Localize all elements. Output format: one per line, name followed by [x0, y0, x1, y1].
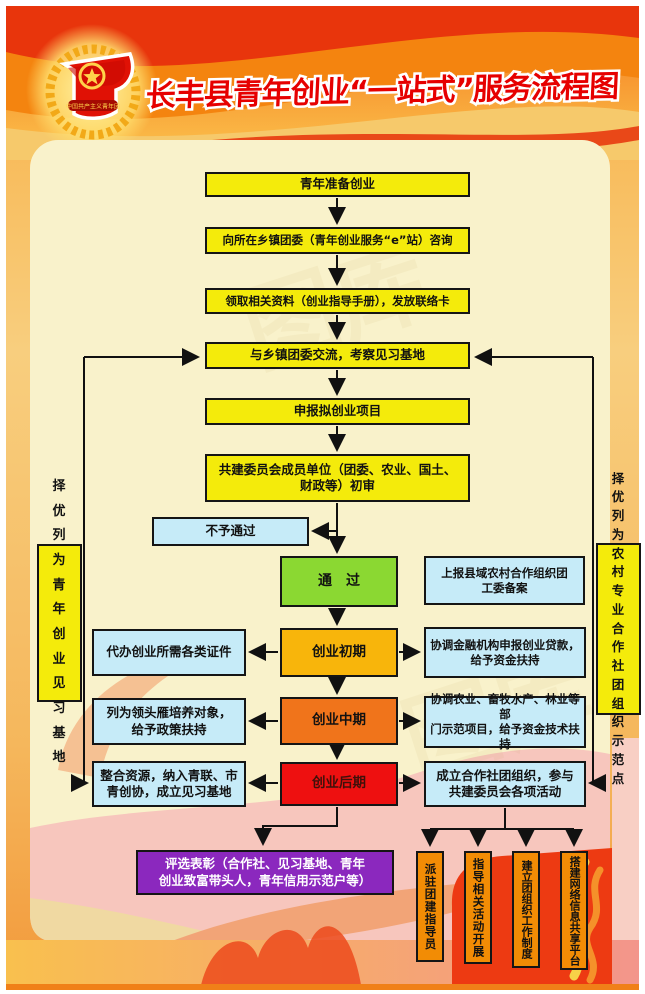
support-box-2: 指导相关活动开展 [464, 851, 492, 964]
stage-mid-box: 创业中期 [280, 697, 398, 745]
reject-box: 不予通过 [152, 517, 309, 546]
award-box: 评选表彰（合作社、见习基地、青年 创业致富带头人，青年信用示范户等） [136, 850, 394, 895]
step-consult: 向所在乡镇团委（青年创业服务“e”站）咨询 [205, 227, 470, 254]
stage-early-box: 创业初期 [280, 628, 398, 677]
early-left-box: 代办创业所需各类证件 [92, 629, 246, 676]
support-box-3: 建立团组织工作制度 [512, 851, 540, 968]
svg-text:中国共产主义青年团: 中国共产主义青年团 [66, 103, 120, 111]
mid-left-box: 列为领头雁培养对象， 给予政策扶持 [92, 698, 246, 745]
step-prepare: 青年准备创业 [205, 172, 470, 197]
support-box-4: 搭建网络信息共享平台 [560, 851, 588, 970]
late-right-box: 成立合作社团组织，参与 共建委员会各项活动 [424, 761, 586, 807]
step-review: 共建委员会成员单位（团委、农业、国土、 财政等）初审 [205, 454, 470, 502]
pass-box: 通 过 [280, 556, 398, 607]
step-materials: 领取相关资料（创业指导手册），发放联络卡 [205, 288, 470, 314]
step-exchange: 与乡镇团委交流，考察见习基地 [205, 342, 470, 369]
report-box: 上报县域农村合作组织团 工委备案 [424, 556, 585, 605]
late-left-box: 整合资源，纳入青联、市 青创协，成立见习基地 [92, 761, 246, 807]
step-apply: 申报拟创业项目 [205, 398, 470, 425]
mid-right-box: 协调农业、畜牧水产、林业等部 门示范项目，给予资金技术扶持 [424, 692, 586, 751]
support-box-1: 派驻团建指导员 [416, 851, 444, 962]
early-right-box: 协调金融机构申报创业贷款， 给予资金扶持 [424, 627, 586, 678]
side-label-right: 择优 列为 农村 专业 合作 社团 组织 示范 点 [596, 471, 641, 786]
youth-league-emblem: 中国共产主义青年团 [45, 44, 141, 140]
stage-late-box: 创业后期 [280, 762, 398, 806]
side-label-left: 择优 列为 青年 创业 见习 基地 [37, 479, 82, 765]
